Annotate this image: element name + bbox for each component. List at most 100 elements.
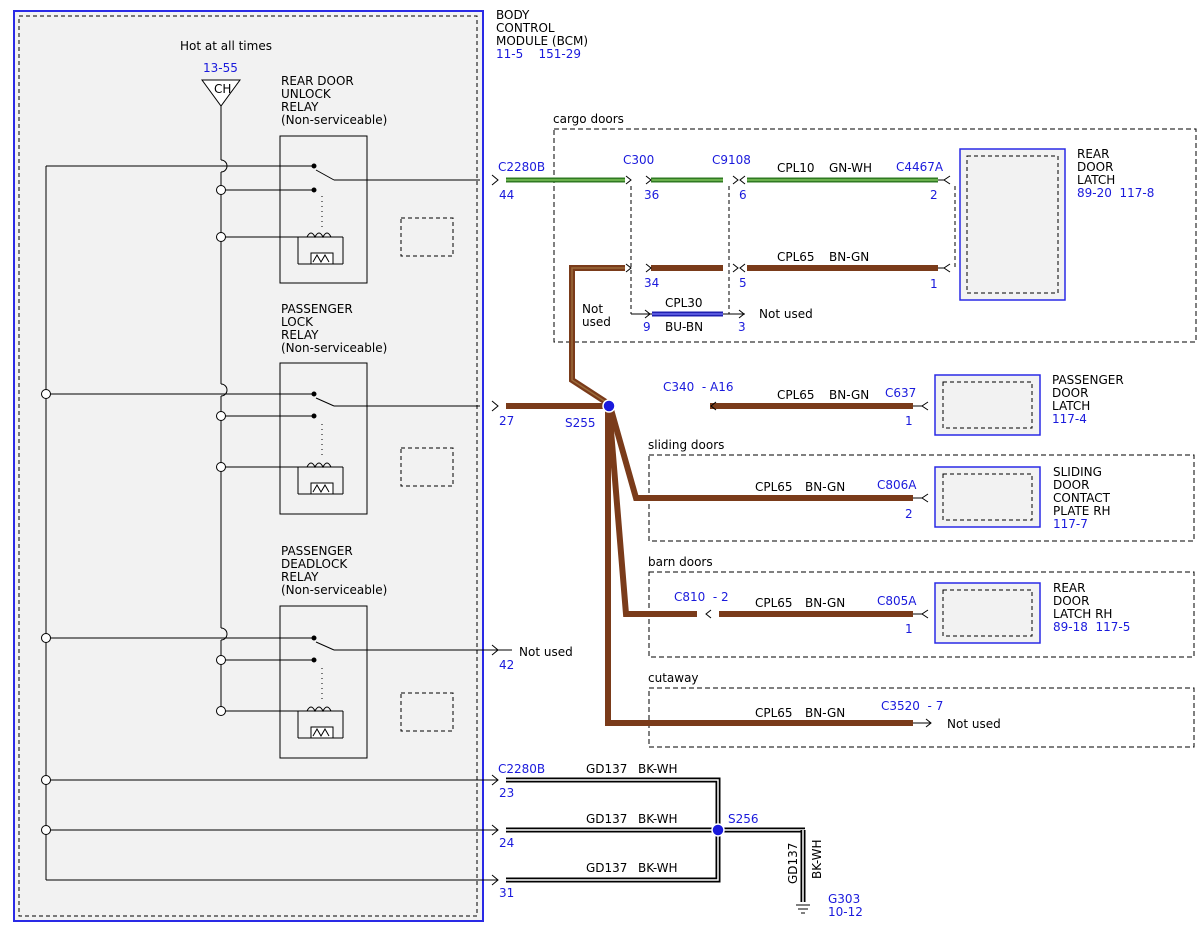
connector-c637[interactable]: C637 <box>885 386 916 400</box>
bcm-title-line3: MODULE (BCM) <box>496 34 588 48</box>
splice-s256-label[interactable]: S256 <box>728 812 759 826</box>
svg-text:PASSENGER: PASSENGER <box>281 302 353 316</box>
wire-bk-wh-24: BK-WH <box>638 812 678 826</box>
wire-cpl65-cutaway: CPL65 <box>755 706 793 720</box>
sliding-door-contact-plate <box>934 466 1041 528</box>
wire-bk-wh-vertical: BK-WH <box>810 839 824 879</box>
pin-3: 3 <box>738 320 746 334</box>
ground-g303[interactable]: G303 <box>828 892 860 906</box>
connector-c805a[interactable]: C805A <box>877 594 917 608</box>
pin-31: 31 <box>499 886 514 900</box>
fuse-ref[interactable]: 13-55 <box>203 61 238 75</box>
connector-c3520[interactable]: C3520 - 7 <box>881 699 943 713</box>
bcm-title-line2: CONTROL <box>496 21 555 35</box>
pin-1-rear-rh: 1 <box>905 622 913 636</box>
hot-label: Hot at all times <box>180 39 272 53</box>
passenger-latch-ref[interactable]: 117-4 <box>1052 412 1087 426</box>
wire-cpl10-label: CPL10 <box>777 161 815 175</box>
wire-cpl65-harness <box>506 265 938 726</box>
wire-gn-wh-label: GN-WH <box>829 161 872 175</box>
wire-gd137-24: GD137 <box>586 812 627 826</box>
pin-6: 6 <box>739 188 747 202</box>
sliding-name-3: CONTACT <box>1053 491 1111 505</box>
svg-text:RELAY: RELAY <box>281 328 319 342</box>
connector-c4467a[interactable]: C4467A <box>896 160 944 174</box>
wire-gd137-23: GD137 <box>586 762 627 776</box>
relay-passenger-lock: PASSENGER LOCK RELAY (Non-serviceable) <box>279 302 480 515</box>
rear-latch-rh-name-2: DOOR <box>1053 594 1089 608</box>
not-used-pin42: Not used <box>519 645 573 659</box>
pin-2-sliding: 2 <box>905 507 913 521</box>
pin-24: 24 <box>499 836 514 850</box>
pin-1-rear-latch: 1 <box>930 277 938 291</box>
pin-44: 44 <box>499 188 514 202</box>
passenger-latch-name-2: DOOR <box>1052 386 1088 400</box>
wire-bn-gn-cutaway: BN-GN <box>805 706 845 720</box>
connector-c2280b-bottom[interactable]: C2280B <box>498 762 545 776</box>
wire-bn-gn-sliding: BN-GN <box>805 480 845 494</box>
pin-23: 23 <box>499 786 514 800</box>
pin-27: 27 <box>499 414 514 428</box>
wire-cpl65-sliding: CPL65 <box>755 480 793 494</box>
svg-text:RELAY: RELAY <box>281 100 319 114</box>
rear-latch-name-2: DOOR <box>1077 160 1113 174</box>
svg-text:(Non-serviceable): (Non-serviceable) <box>281 341 387 355</box>
not-used-cargo-2: used <box>582 315 611 329</box>
wire-bn-gn-passenger: BN-GN <box>829 388 869 402</box>
sliding-name-2: DOOR <box>1053 478 1089 492</box>
ground-symbol-icon <box>796 904 810 914</box>
ground-g303-ref[interactable]: 10-12 <box>828 905 863 919</box>
sliding-ref[interactable]: 117-7 <box>1053 517 1088 531</box>
bcm-page-refs[interactable]: 11-5 151-29 <box>496 47 581 61</box>
pin-36: 36 <box>644 188 659 202</box>
connector-c340[interactable]: C340 - A16 <box>663 380 734 394</box>
rear-door-latch-rh <box>934 582 1041 644</box>
wire-gd137-31: GD137 <box>586 861 627 875</box>
rear-latch-rh-name-1: REAR <box>1053 581 1085 595</box>
pin-5: 5 <box>739 276 747 290</box>
svg-text:RELAY: RELAY <box>281 570 319 584</box>
passenger-latch-name-1: PASSENGER <box>1052 373 1124 387</box>
rear-latch-ref[interactable]: 89-20 117-8 <box>1077 186 1154 200</box>
bcm-nodes <box>41 185 226 835</box>
sliding-name-1: SLIDING <box>1053 465 1102 479</box>
pin-2-rear-latch: 2 <box>930 188 938 202</box>
svg-text:UNLOCK: UNLOCK <box>281 87 332 101</box>
fuse-triangle <box>201 79 241 107</box>
not-used-cutaway: Not used <box>947 717 1001 731</box>
bcm-internal-wiring <box>45 106 498 881</box>
connector-c810[interactable]: C810 - 2 <box>674 590 729 604</box>
wire-bk-wh-23: BK-WH <box>638 762 678 776</box>
connector-c9108[interactable]: C9108 <box>712 153 751 167</box>
bcm-box <box>13 10 484 922</box>
wire-bn-gn-barn: BN-GN <box>805 596 845 610</box>
rear-latch-name-3: LATCH <box>1077 173 1115 187</box>
svg-text:(Non-serviceable): (Non-serviceable) <box>281 583 387 597</box>
rear-latch-rh-name-3: LATCH RH <box>1053 607 1112 621</box>
wire-cpl65-passenger: CPL65 <box>777 388 815 402</box>
svg-text:PASSENGER: PASSENGER <box>281 544 353 558</box>
pin-42: 42 <box>499 658 514 672</box>
svg-text:(Non-serviceable): (Non-serviceable) <box>281 113 387 127</box>
wire-cpl65-barn: CPL65 <box>755 596 793 610</box>
wire-cpl30-label: CPL30 <box>665 296 703 310</box>
pin-1-passenger: 1 <box>905 414 913 428</box>
pin-34: 34 <box>644 276 659 290</box>
wire-gd137-vertical: GD137 <box>786 843 800 884</box>
splice-s255 <box>602 399 616 413</box>
connector-c2280b-top[interactable]: C2280B <box>498 160 545 174</box>
relay-rear-door-unlock: REAR DOOR UNLOCK RELAY (Non-serviceable) <box>279 74 480 284</box>
svg-text:DEADLOCK: DEADLOCK <box>281 557 348 571</box>
not-used-cpl30: Not used <box>759 307 813 321</box>
rear-latch-name-1: REAR <box>1077 147 1109 161</box>
splice-s256 <box>711 823 725 837</box>
connector-c806a[interactable]: C806A <box>877 478 917 492</box>
not-used-cargo-1: Not <box>582 302 603 316</box>
rear-latch-rh-ref[interactable]: 89-18 117-5 <box>1053 620 1130 634</box>
group-cutaway: cutaway <box>648 671 699 685</box>
splice-s255-label[interactable]: S255 <box>565 416 596 430</box>
connector-c300[interactable]: C300 <box>623 153 654 167</box>
pin-9: 9 <box>643 320 651 334</box>
wire-bk-wh-31: BK-WH <box>638 861 678 875</box>
